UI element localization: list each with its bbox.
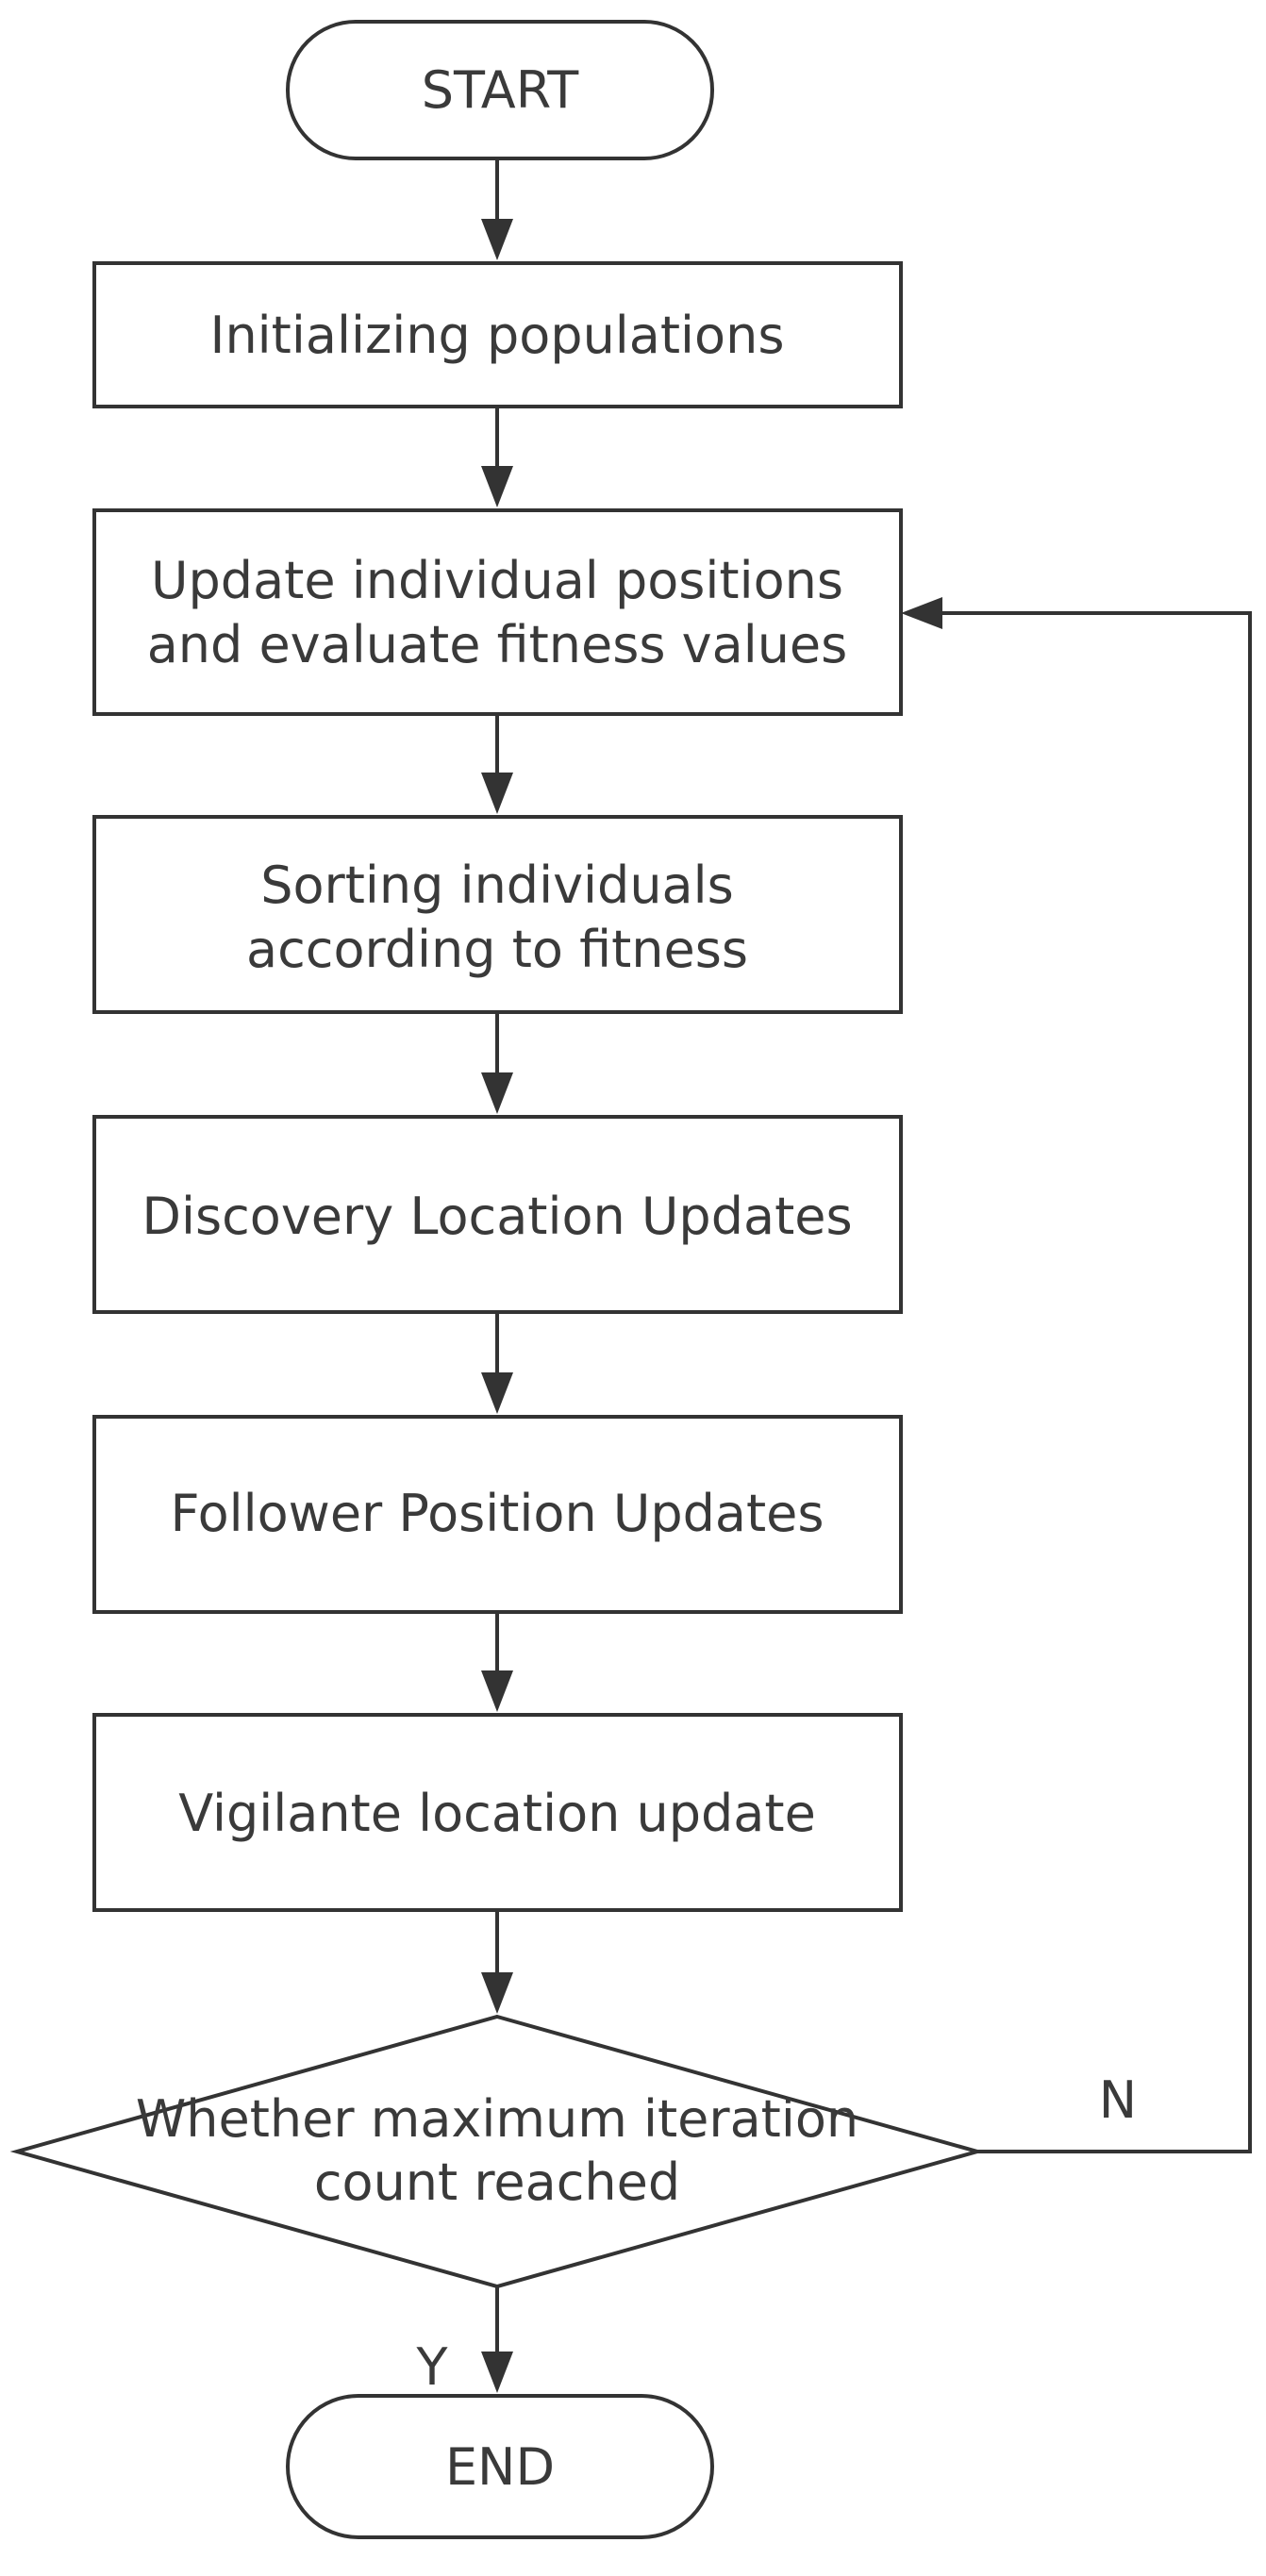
end-label: END [445, 2437, 555, 2497]
step-initializing-populations: Initializing populations [92, 261, 903, 408]
step-follower-position: Follower Position Updates [92, 1415, 903, 1614]
step-6-label: Vigilante location update [178, 1784, 816, 1843]
arrow-start-to-init [481, 158, 513, 260]
end-node: END [286, 2394, 714, 2539]
arrow-discovery-to-follower [481, 1312, 513, 1414]
decision-max-iteration: Whether maximum iteration count reached [9, 2014, 985, 2289]
step-3-line-1: Sorting individuals [260, 856, 734, 915]
step-2-line-1: Update individual positions [151, 551, 843, 610]
arrow-update-to-sort [481, 714, 513, 814]
step-vigilante-location: Vigilante location update [92, 1713, 903, 1912]
step-1-label: Initializing populations [210, 306, 785, 365]
step-4-label: Discovery Location Updates [142, 1187, 852, 1246]
arrow-decision-to-end-yes [481, 2286, 513, 2393]
decision-line-2: count reached [314, 2152, 680, 2212]
step-3-line-2: according to fitness [246, 920, 748, 979]
step-2-line-2: and evaluate fitness values [147, 615, 848, 674]
arrow-sort-to-discovery [481, 1012, 513, 1114]
yes-branch-label: Y [416, 2337, 449, 2397]
decision-line-1: Whether maximum iteration [136, 2089, 858, 2149]
step-5-label: Follower Position Updates [170, 1484, 824, 1543]
arrow-init-to-update [481, 407, 513, 507]
arrow-follower-to-vigilante [481, 1612, 513, 1712]
step-update-positions: Update individual positions and evaluate… [92, 508, 903, 716]
start-node: START [286, 20, 714, 160]
step-discovery-location: Discovery Location Updates [92, 1115, 903, 1314]
step-sorting-individuals: Sorting individuals according to fitness [92, 815, 903, 1014]
arrow-vigilante-to-decision [481, 1910, 513, 2014]
start-label: START [422, 60, 580, 120]
no-branch-label: N [1099, 2070, 1137, 2130]
loop-back-arrow-no [901, 597, 1252, 2153]
